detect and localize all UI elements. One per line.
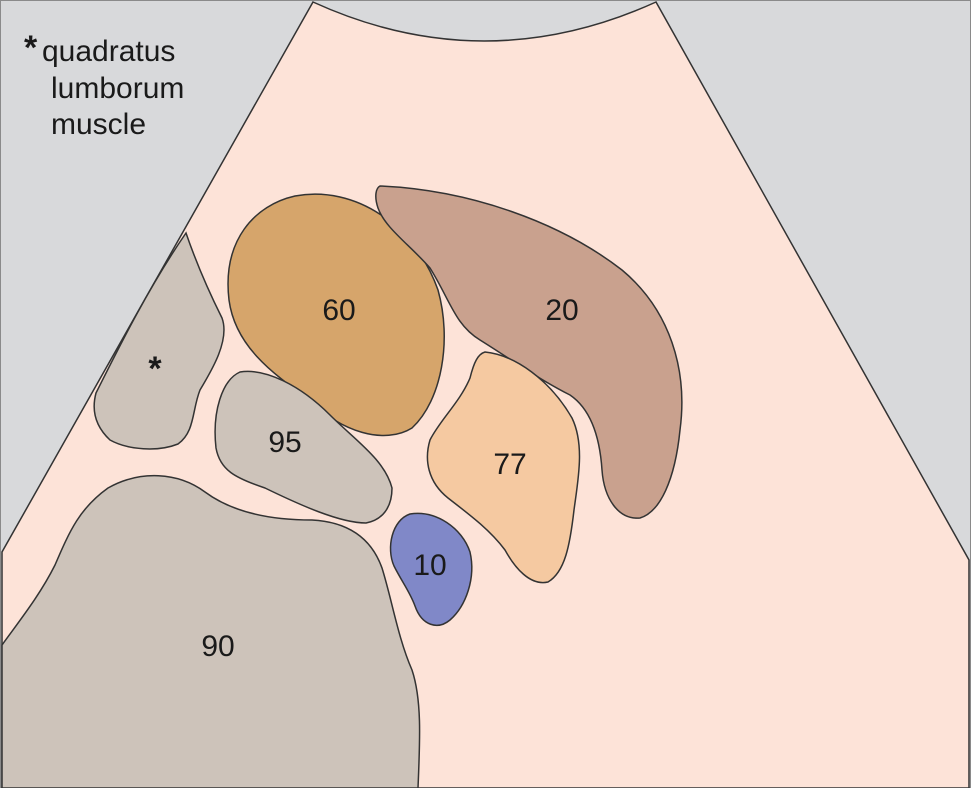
quadratus-lumborum-shape — [93, 231, 225, 450]
structure-20-label: 20 — [545, 294, 578, 327]
structure-77-shape — [426, 351, 581, 584]
legend-line-2: lumborum — [51, 71, 185, 105]
structure-90-label: 90 — [201, 630, 234, 663]
structure-60-label: 60 — [322, 294, 355, 327]
structure-10-shape — [389, 512, 473, 626]
legend-line-1: quadratus — [42, 35, 176, 68]
structure-95-label: 95 — [268, 426, 301, 459]
legend: * quadratus lumborum muscle — [24, 29, 185, 144]
legend-line-3: muscle — [51, 108, 147, 142]
structure-10-label: 10 — [413, 549, 446, 582]
structure-77-label: 77 — [493, 448, 526, 481]
legend-marker: * — [24, 29, 38, 67]
quadratus-lumborum-marker: * — [148, 350, 162, 388]
structure-90-shape — [1, 474, 421, 788]
structure-20-shape — [375, 185, 683, 519]
structure-95-shape — [214, 370, 393, 524]
